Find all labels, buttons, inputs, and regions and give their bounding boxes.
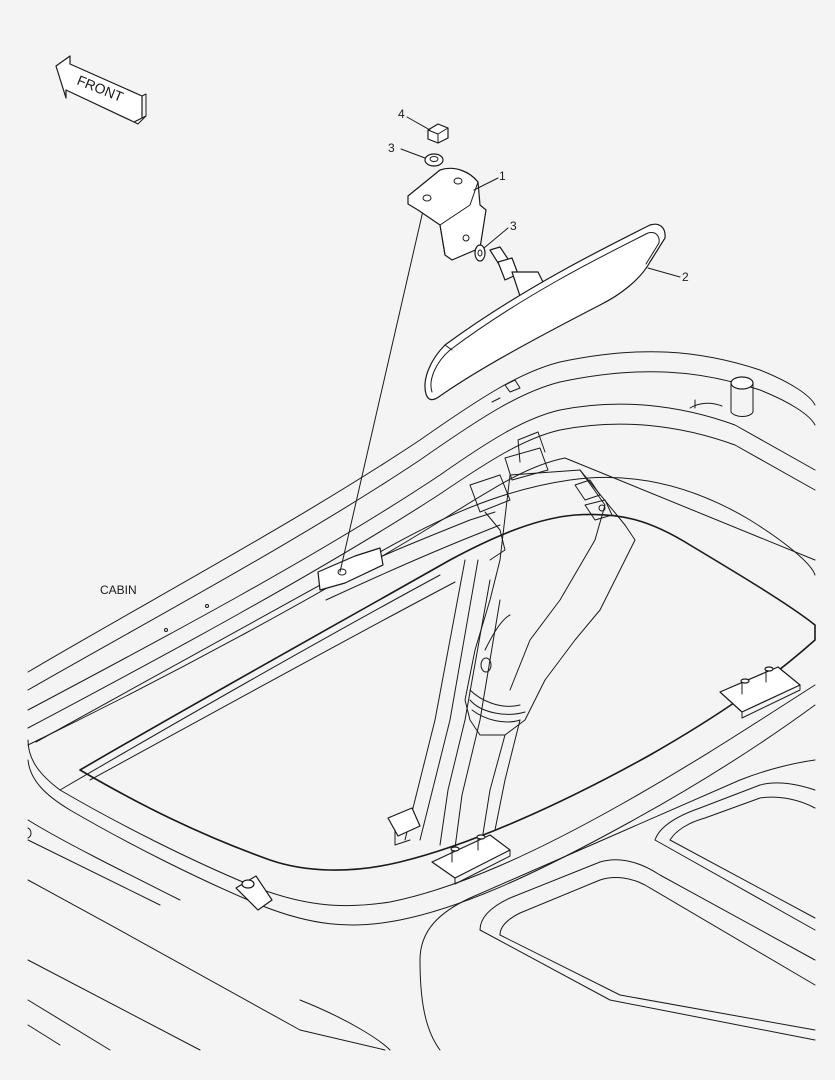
- roof-post: [689, 376, 754, 417]
- rearview-mirror-part: [424, 223, 666, 401]
- bolt-part: [427, 123, 449, 144]
- cabin-label: CABIN: [100, 583, 137, 597]
- washer-stud-part: [474, 244, 486, 262]
- roof-mount-pad-right: [719, 666, 801, 719]
- assembly-leader-line: [339, 201, 426, 573]
- callout-3-stud: 3: [510, 219, 517, 233]
- callout-3-top: 3: [388, 141, 395, 155]
- roof-hatch-mechanism: [317, 431, 636, 849]
- front-arrow-icon: FRONT: [55, 55, 147, 125]
- callout-4: 4: [398, 107, 405, 121]
- callout-leaders: [400, 116, 681, 278]
- roof-mount-pad-left: [431, 834, 511, 885]
- cabin-roof: [27, 351, 816, 1051]
- washer-top-part: [424, 153, 444, 167]
- bracket-part: [407, 167, 487, 261]
- front-latch: [235, 875, 273, 911]
- callout-2: 2: [682, 270, 689, 284]
- callout-1: 1: [499, 169, 506, 183]
